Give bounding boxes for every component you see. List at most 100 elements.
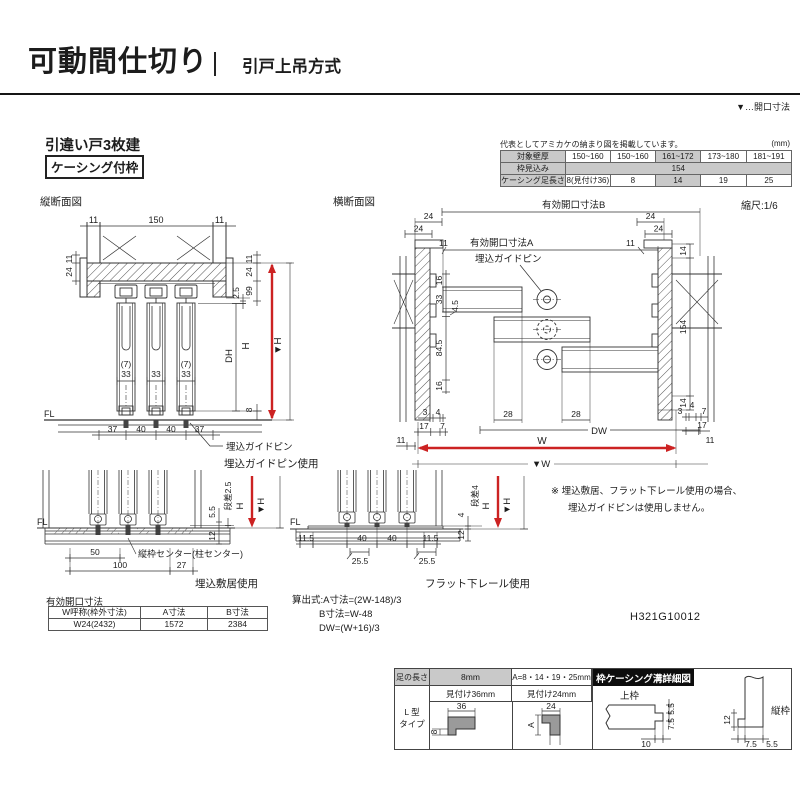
row-label: 枠見込み bbox=[500, 162, 566, 175]
dim-label: 7.5 bbox=[745, 739, 757, 749]
flat-rail-drawing: 4 12 段差4 H ▼H 11.5 40 40 11.5 25.5 25.5 … bbox=[290, 470, 530, 590]
col-header: A=8・14・19・25mm bbox=[512, 669, 592, 686]
dim-label: 24 bbox=[244, 267, 254, 277]
dim-label: 8 bbox=[244, 407, 254, 412]
dim-label: 11 bbox=[706, 435, 715, 445]
dim-label: 24 bbox=[646, 211, 656, 221]
sub-header: 見付け36mm bbox=[430, 686, 512, 702]
opening-dimension-table: W呼称(枠外寸法) A寸法 B寸法 W24(2432) 1572 2384 bbox=[48, 606, 268, 631]
note-line: 埋込ガイドピンは使用しません。 bbox=[568, 502, 711, 514]
sill-structure bbox=[37, 470, 235, 545]
profile-24-diagram: 24 A bbox=[526, 702, 593, 750]
h-arrow-sill bbox=[248, 476, 256, 528]
dim-label: 5.5 bbox=[666, 703, 676, 715]
cell: W24(2432) bbox=[48, 618, 141, 631]
dim-label: ▼H bbox=[273, 337, 284, 354]
dim-label: 段差4 bbox=[470, 485, 480, 507]
dim-label: 4 bbox=[456, 512, 466, 517]
sill-caption: 埋込敷居使用 bbox=[195, 577, 258, 590]
frame-type-badge: ケーシング付枠 bbox=[45, 155, 145, 179]
guide-pin-label: 埋込ガイドピン bbox=[226, 442, 293, 453]
dim-label: 150 bbox=[148, 215, 163, 225]
casing-leg-table: 足の長さ 8mm A=8・14・19・25mm L 型 タイプ 見付け36mm … bbox=[394, 668, 792, 750]
vertical-section-drawing: 11 150 11 11 24 (7) (7) 33 33 33 37 40 4… bbox=[44, 215, 294, 453]
cell: 181~191 bbox=[745, 150, 792, 163]
dim-label: 25.5 bbox=[352, 556, 369, 566]
dim-label: 3 bbox=[423, 407, 428, 417]
dim-label: 40 bbox=[166, 424, 176, 434]
fl-label: FL bbox=[37, 517, 48, 527]
cell: 2384 bbox=[207, 618, 268, 631]
dim-label: ▼H bbox=[256, 498, 267, 514]
header-rule bbox=[0, 93, 800, 95]
dim-label: 100 bbox=[113, 560, 127, 570]
upper-frame-label: 上枠 bbox=[620, 690, 640, 702]
row-label: ケーシング足長さ bbox=[500, 174, 566, 187]
w-arrow: W bbox=[417, 436, 677, 452]
dim-label: 40 bbox=[136, 424, 146, 434]
dim-label: 11 bbox=[215, 215, 224, 225]
dim-label: H bbox=[235, 502, 246, 509]
frames-and-walls bbox=[392, 239, 722, 422]
table-row: 枠見込み 154 bbox=[500, 162, 792, 175]
calculation-formulas: 算出式:A寸法=(2W-148)/3 B寸法=W-48 DW=(W+16)/3 bbox=[292, 594, 401, 636]
dim-label: 33 bbox=[151, 369, 161, 379]
page-title: 可動間仕切り bbox=[28, 46, 209, 78]
table-row: W呼称(枠外寸法) A寸法 B寸法 bbox=[48, 606, 268, 619]
dim-label: 17 bbox=[697, 420, 707, 430]
table-row: 対象壁厚 150~160 150~160 161~172 173~180 181… bbox=[500, 150, 792, 163]
dim-label: W bbox=[537, 436, 547, 447]
door-type-title: 引違い戸3枚建 bbox=[45, 138, 141, 154]
dim-label: DW bbox=[591, 426, 607, 437]
cell: 1572 bbox=[140, 618, 208, 631]
dim-label: 4 bbox=[436, 407, 441, 417]
dim-label: 11 bbox=[397, 435, 406, 445]
usage-note: ※ 埋込敷居、フラット下レール使用の場合、 埋込ガイドピンは使用しません。 bbox=[551, 484, 742, 517]
dim-label: 33 bbox=[121, 369, 131, 379]
col-header: A寸法 bbox=[140, 606, 208, 619]
formula-line: DW=(W+16)/3 bbox=[319, 623, 380, 634]
dim-label: ▼W bbox=[532, 459, 550, 470]
horizontal-section-title: 横断面図 bbox=[333, 196, 375, 208]
dim-label: 14 bbox=[678, 398, 688, 408]
dim-label: 16 bbox=[434, 381, 444, 391]
sub-header: 見付け24mm bbox=[512, 686, 592, 702]
cell: 150~160 bbox=[609, 150, 656, 163]
dim-label: 14 bbox=[678, 246, 688, 256]
guide-pin-bottom bbox=[533, 349, 561, 370]
wall-thickness-table: 対象壁厚 150~160 150~160 161~172 173~180 181… bbox=[500, 150, 792, 187]
opening-dim-legend: ▼…開口寸法 bbox=[736, 102, 790, 112]
horizontal-section-drawing: 有効開口寸法B 有効開口寸法A 11 11 24 24 24 24 16 33 … bbox=[392, 199, 722, 470]
dim-label: 28 bbox=[503, 409, 513, 419]
dim-label: 5.5 bbox=[766, 739, 778, 749]
row-label-line: タイプ bbox=[399, 719, 425, 729]
dim-label: H bbox=[481, 502, 492, 509]
dim-label: 11.5 bbox=[298, 533, 314, 543]
dim-label: 段差2.5 bbox=[223, 481, 233, 510]
dim-label: 16 bbox=[434, 276, 444, 286]
dim-label: DH bbox=[224, 349, 235, 363]
dim-label: 11 bbox=[89, 215, 98, 225]
flat-rail-dims: 4 12 段差4 H ▼H 11.5 40 40 11.5 25.5 25.5 bbox=[296, 476, 528, 566]
row-label-line: L 型 bbox=[404, 707, 420, 717]
h-arrow bbox=[268, 263, 276, 420]
cell: 150~160 bbox=[564, 150, 611, 163]
dim-label: 12 bbox=[722, 715, 732, 725]
cell: 25 bbox=[745, 174, 792, 187]
cell: 8(見付け36) bbox=[564, 174, 611, 187]
dim-label: 12 bbox=[207, 531, 217, 541]
fl-label: FL bbox=[44, 409, 55, 419]
dim-label: 33 bbox=[434, 295, 444, 305]
dim-label: 36 bbox=[457, 702, 467, 711]
dim-label: 24 bbox=[424, 211, 434, 221]
dim-label: 11 bbox=[626, 238, 635, 248]
dim-label: 24 bbox=[64, 267, 74, 277]
dim-label: 33 bbox=[181, 369, 191, 379]
cell-highlight: 14 bbox=[654, 174, 701, 187]
sill-detail-drawing: 5.5 12 段差2.5 H ▼H 50 100 27 FL 縦枠センター(柱セ… bbox=[37, 470, 284, 590]
groove-detail-diagram: 上枠 5.5 7.5 10 縦枠 12 7.5 5.5 bbox=[592, 669, 791, 749]
horizontal-section-dims: 有効開口寸法B 有効開口寸法A 11 11 24 24 24 24 16 33 … bbox=[396, 199, 715, 470]
col-header: W呼称(枠外寸法) bbox=[48, 606, 141, 619]
row-label: L 型 タイプ bbox=[395, 686, 430, 750]
dim-label: 84.5 bbox=[434, 339, 444, 356]
